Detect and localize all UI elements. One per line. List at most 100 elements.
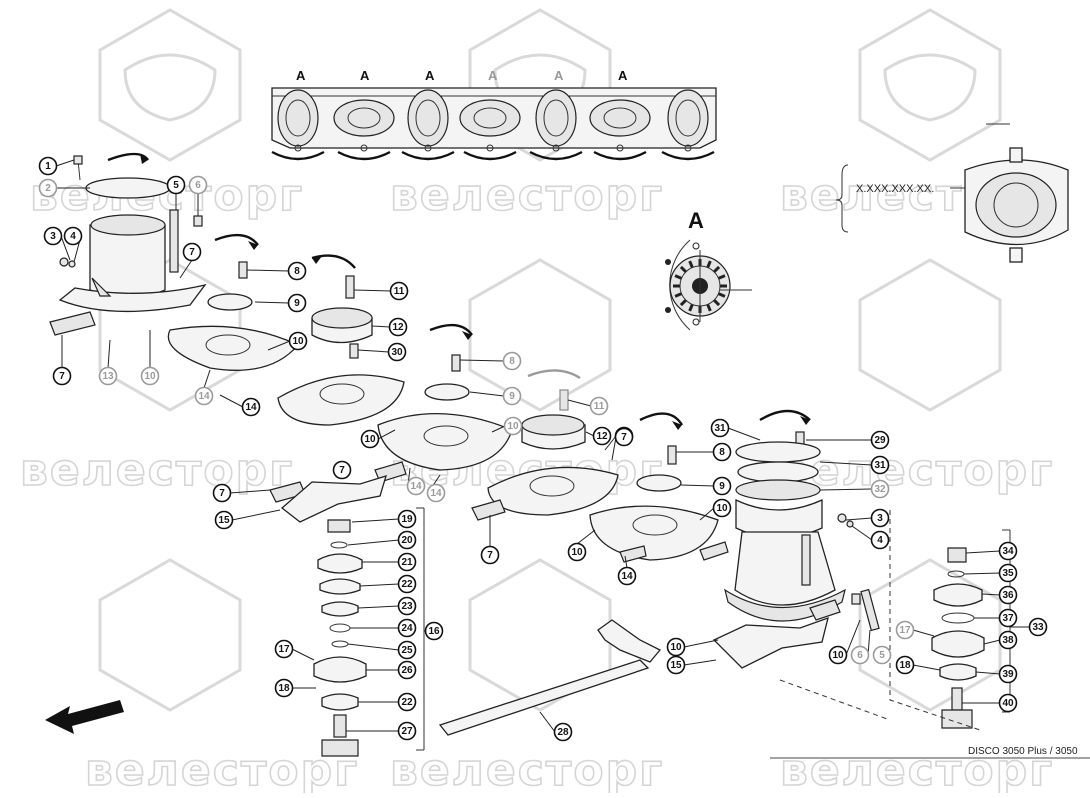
view-label-a: A (554, 68, 564, 83)
part-callout[interactable]: 30 (387, 342, 407, 362)
part-callout[interactable]: 31 (870, 455, 890, 475)
callout-number: 6 (857, 650, 863, 661)
part-callout[interactable]: 25 (397, 640, 417, 660)
part-callout[interactable]: 6 (188, 175, 208, 195)
part-callout[interactable]: 22 (397, 692, 417, 712)
part-callout[interactable]: 26 (397, 660, 417, 680)
part-callout[interactable]: 18 (274, 678, 294, 698)
part-callout[interactable]: 2 (38, 178, 58, 198)
callout-number: 7 (59, 371, 65, 382)
part-callout[interactable]: 16 (424, 621, 444, 641)
part-callout[interactable]: 19 (397, 509, 417, 529)
part-callout[interactable]: 3 (870, 508, 890, 528)
part-callout[interactable]: 18 (895, 655, 915, 675)
part-callout[interactable]: 4 (870, 530, 890, 550)
part-callout[interactable]: 11 (389, 281, 409, 301)
part-callout[interactable]: 31 (710, 418, 730, 438)
part-callout[interactable]: 7 (182, 242, 202, 262)
watermark-layer: велесторг велесторг велесторг велесторг … (19, 8, 1054, 797)
part-callout[interactable]: 10 (712, 498, 732, 518)
part-callout[interactable]: 32 (870, 479, 890, 499)
part-callout[interactable]: 10 (503, 416, 523, 436)
callout-circle (828, 645, 848, 665)
callout-circle (998, 585, 1018, 605)
part-callout[interactable]: 7 (480, 545, 500, 565)
part-callout[interactable]: 12 (592, 426, 612, 446)
part-callout[interactable]: 10 (828, 645, 848, 665)
part-callout[interactable]: 4 (63, 226, 83, 246)
part-callout[interactable]: 35 (998, 563, 1018, 583)
part-callout[interactable]: 28 (553, 722, 573, 742)
part-callout[interactable]: 1 (38, 156, 58, 176)
part-callout[interactable]: 10 (140, 366, 160, 386)
part-callout[interactable]: 10 (666, 637, 686, 657)
part-callout[interactable]: 23 (397, 596, 417, 616)
view-label-a: A (488, 68, 498, 83)
part-callout[interactable]: 8 (502, 351, 522, 371)
part-callout[interactable]: 14 (406, 476, 426, 496)
part-callout[interactable]: 13 (98, 366, 118, 386)
leader-line (611, 436, 617, 461)
part-callout[interactable]: 14 (617, 566, 637, 586)
leader-line (727, 427, 761, 441)
part-callout[interactable]: 9 (287, 293, 307, 313)
callout-circle (38, 178, 58, 198)
part-callout[interactable]: 15 (666, 655, 686, 675)
part-callout[interactable]: 9 (712, 476, 732, 496)
part-callout[interactable]: 10 (360, 429, 380, 449)
part-callout[interactable]: 7 (332, 460, 352, 480)
callout-circle (397, 721, 417, 741)
callout-circle (188, 175, 208, 195)
part-callout[interactable]: 5 (872, 645, 892, 665)
part-callout[interactable]: 33 (1028, 617, 1048, 637)
part-callout[interactable]: 37 (998, 608, 1018, 628)
part-callout[interactable]: 15 (214, 510, 234, 530)
callout-number: 10 (364, 434, 376, 445)
part-callout[interactable]: 21 (397, 552, 417, 572)
part-callout[interactable]: 7 (614, 427, 634, 447)
part-callout[interactable]: 5 (166, 175, 186, 195)
callout-number: 14 (621, 571, 633, 582)
part-callout[interactable]: 8 (287, 261, 307, 281)
callout-number: 9 (509, 391, 515, 402)
callout-circle (1028, 617, 1048, 637)
part-callout[interactable]: 17 (274, 639, 294, 659)
part-callout[interactable]: 39 (998, 664, 1018, 684)
part-callout[interactable]: 10 (288, 331, 308, 351)
callout-number: 17 (278, 644, 290, 655)
callout-circle (360, 429, 380, 449)
callout-circle (666, 655, 686, 675)
part-callout[interactable]: 22 (397, 574, 417, 594)
callout-number: 14 (430, 488, 442, 499)
part-callout[interactable]: 29 (870, 430, 890, 450)
part-callout[interactable]: 12 (388, 317, 408, 337)
callout-circle (998, 693, 1018, 713)
watermark-text: велесторг (780, 445, 1054, 496)
callout-circle (424, 621, 444, 641)
part-callout[interactable]: 14 (426, 483, 446, 503)
part-callout[interactable]: 6 (850, 645, 870, 665)
part-callout[interactable]: 9 (502, 386, 522, 406)
callout-circle (406, 476, 426, 496)
watermark-text: велесторг (85, 745, 359, 793)
part-callout[interactable]: 36 (998, 585, 1018, 605)
part-callout[interactable]: 17 (895, 620, 915, 640)
callout-circle (850, 645, 870, 665)
callout-circle (553, 722, 573, 742)
part-callout[interactable]: 27 (397, 721, 417, 741)
part-callout[interactable]: 7 (52, 366, 72, 386)
part-callout[interactable]: 7 (212, 483, 232, 503)
part-callout[interactable]: 3 (43, 226, 63, 246)
part-callout[interactable]: 20 (397, 530, 417, 550)
leader-line (963, 572, 1001, 575)
part-callout[interactable]: 34 (998, 541, 1018, 561)
callout-number: 26 (401, 665, 413, 676)
part-callout[interactable]: 8 (712, 442, 732, 462)
part-callout[interactable]: 40 (998, 693, 1018, 713)
part-callout[interactable]: 14 (241, 397, 261, 417)
part-callout[interactable]: 24 (397, 618, 417, 638)
part-callout[interactable]: 10 (567, 542, 587, 562)
part-callout[interactable]: 14 (194, 386, 214, 406)
part-callout[interactable]: 11 (589, 396, 609, 416)
part-callout[interactable]: 38 (998, 630, 1018, 650)
